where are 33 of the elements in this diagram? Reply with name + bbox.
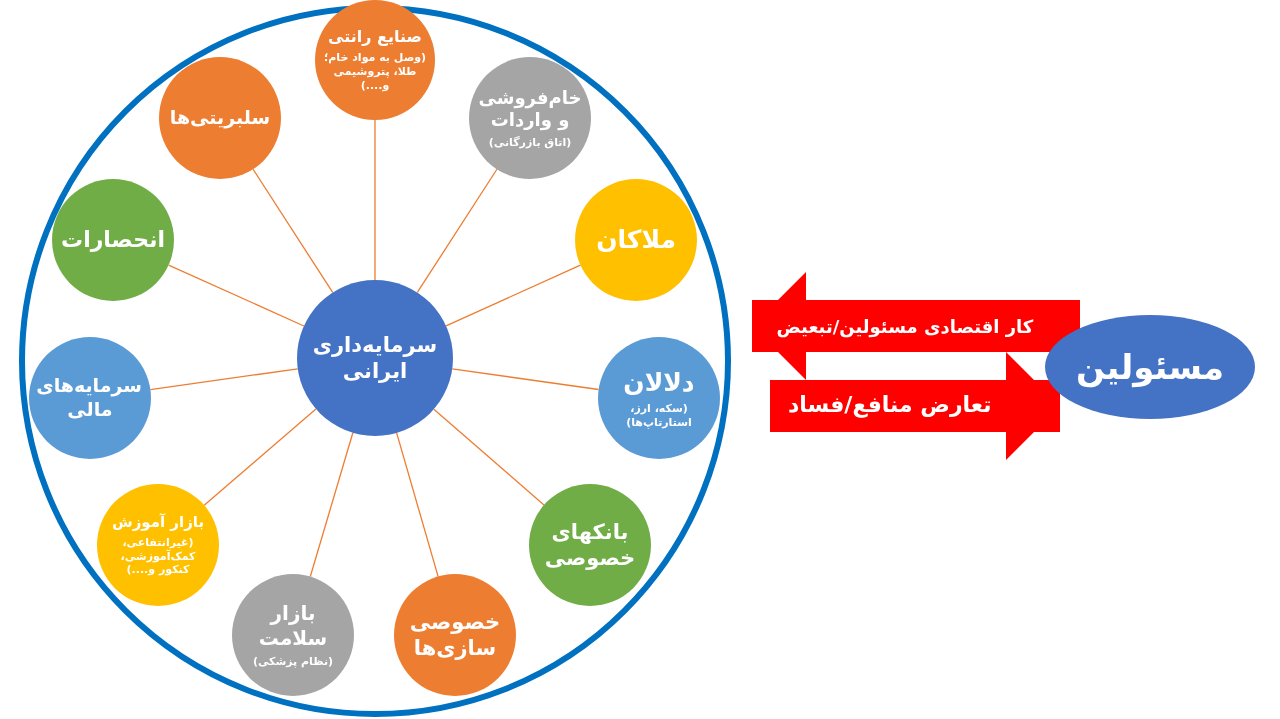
connector-line bbox=[309, 432, 354, 578]
connector-line bbox=[433, 408, 545, 506]
block-arrow bbox=[752, 272, 1080, 380]
node-title: سلبریتی‌ها bbox=[169, 106, 271, 130]
connector-line bbox=[149, 368, 299, 391]
node-title: بازار آموزش bbox=[111, 513, 205, 532]
connector-line bbox=[252, 168, 334, 294]
node-title: خصوصی سازی‌ها bbox=[408, 608, 502, 662]
node-title: مسئولین bbox=[1075, 345, 1225, 389]
edge-label: تعارض منافع/فساد bbox=[788, 391, 992, 417]
node-title: سرمایه‌داری ایرانی bbox=[311, 331, 439, 385]
node-note: (نظام پزشکی) bbox=[252, 655, 334, 669]
connector-line bbox=[445, 264, 582, 327]
connector-line bbox=[396, 432, 439, 578]
node-title: خام‌فروشی و واردات bbox=[478, 86, 582, 132]
node-title: انحصارات bbox=[61, 226, 165, 254]
node-note: (غیرانتفاعی، کمک‌آموزشی، کنکور و....) bbox=[119, 535, 197, 577]
edge-label: کار اقتصادی مسئولین/تبعیض bbox=[776, 315, 1034, 337]
node-title: صنایع رانتی bbox=[328, 27, 422, 48]
node-note: (اتاق بازرگانی) bbox=[488, 135, 572, 150]
node-title: دلالان bbox=[623, 366, 695, 398]
node-title: بازار سلامت bbox=[257, 601, 329, 652]
connector-line bbox=[416, 168, 498, 294]
connector-line bbox=[167, 264, 305, 327]
block-arrow bbox=[770, 352, 1060, 460]
connector-line bbox=[374, 119, 376, 281]
node-note: (وصل به مواد خام؛ طلا، پتروشیمی و....) bbox=[323, 51, 427, 93]
node-title: سرمایه‌های مالی bbox=[38, 374, 142, 422]
node-title: ملاکان bbox=[596, 224, 676, 256]
connector-line bbox=[451, 368, 600, 391]
connector-line bbox=[203, 408, 317, 506]
node-note: (سکه، ارز، استارتاپ‌ها) bbox=[625, 401, 693, 430]
node-title: بانکهای خصوصی bbox=[543, 518, 637, 572]
